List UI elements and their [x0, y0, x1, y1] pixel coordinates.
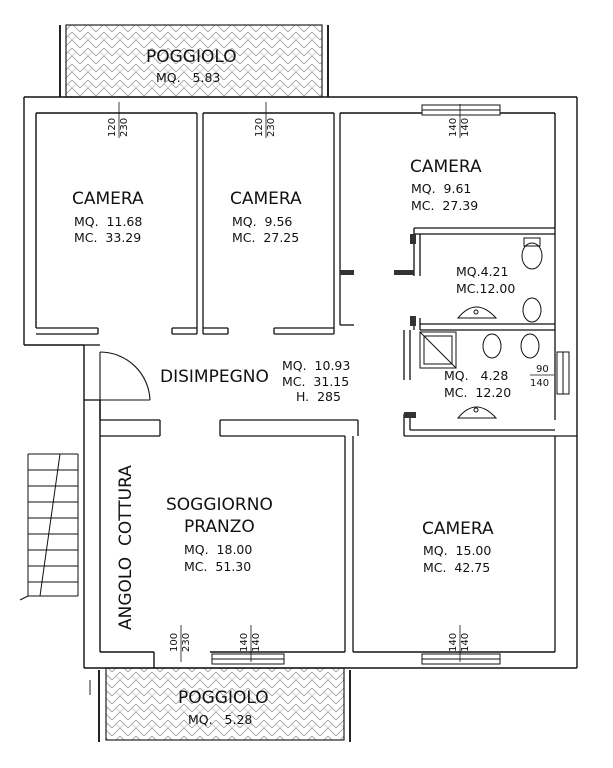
wall-stubs: [340, 234, 416, 418]
door-camera-2-w: 120: [254, 118, 265, 137]
disimpegno-mq: MQ. 10.93: [282, 358, 350, 373]
camera-3-mc: MC. 27.39: [411, 198, 478, 213]
outer-walls: [23, 96, 578, 669]
bagno-1-mc: MC.12.00: [456, 281, 515, 296]
soggiorno-name-1: SOGGIORNO: [166, 495, 273, 515]
window-camera-4-h: 140: [460, 633, 471, 652]
label-poggiolo-bottom: POGGIOLO MQ. 5.28: [178, 688, 269, 727]
disimpegno-h: H. 285: [296, 389, 341, 404]
bathroom-fixtures: [419, 237, 543, 419]
poggiolo-bottom-name: POGGIOLO: [178, 688, 269, 708]
windows: [211, 104, 570, 665]
window-soggiorno-dim: 140 140: [239, 625, 262, 662]
opening-dimensions: 120 230 120 230 140 140 90 140 100 230 1…: [107, 102, 554, 662]
camera-2-mc: MC. 27.25: [232, 230, 299, 245]
camera-2-name: CAMERA: [230, 189, 302, 209]
label-angolo-cottura: ANGOLO COTTURA: [116, 465, 136, 630]
door-camera-2-h: 230: [266, 118, 277, 137]
bagno-1-mq: MQ.4.21: [456, 264, 508, 279]
label-bagno-2: MQ. 4.28 MC. 12.20: [444, 368, 511, 400]
label-poggiolo-top: POGGIOLO MQ. 5.83: [146, 47, 237, 85]
window-bagno-2-w: 90: [536, 364, 549, 375]
bagno-2-mq: MQ. 4.28: [444, 368, 508, 383]
disimpegno-name: DISIMPEGNO: [160, 367, 269, 387]
door-camera-2-dim: 120 230: [254, 102, 277, 138]
label-soggiorno: SOGGIORNO PRANZO MQ. 18.00 MC. 51.30: [166, 495, 273, 574]
camera-1-name: CAMERA: [72, 189, 144, 209]
soggiorno-name-2: PRANZO: [184, 517, 255, 537]
label-bagno-1: MQ.4.21 MC.12.00: [456, 264, 515, 296]
soggiorno-mc: MC. 51.30: [184, 559, 251, 574]
camera-1-mq: MQ. 11.68: [74, 214, 142, 229]
entry-door: [99, 351, 151, 401]
camera-4-name: CAMERA: [422, 519, 494, 539]
door-camera-1-h: 230: [119, 118, 130, 137]
label-camera-1: CAMERA MQ. 11.68 MC. 33.29: [72, 189, 144, 245]
camera-3-mq: MQ. 9.61: [411, 181, 471, 196]
balcony-top: [59, 24, 329, 98]
label-camera-3: CAMERA MQ. 9.61 MC. 27.39: [410, 157, 482, 213]
angolo-cottura-name: ANGOLO COTTURA: [116, 465, 136, 630]
window-camera-3-w: 140: [448, 118, 459, 137]
interior-walls: [36, 113, 577, 652]
label-camera-4: CAMERA MQ. 15.00 MC. 42.75: [422, 519, 494, 575]
window-bagno-2-h: 140: [530, 378, 549, 389]
door-camera-1-dim: 120 230: [107, 102, 130, 138]
camera-4-mc: MC. 42.75: [423, 560, 490, 575]
camera-2-mq: MQ. 9.56: [232, 214, 292, 229]
staircase: [19, 453, 79, 601]
window-camera-4-dim: 140 140: [448, 625, 471, 662]
bagno-2-mc: MC. 12.20: [444, 385, 511, 400]
poggiolo-bottom-mq: MQ. 5.28: [188, 712, 252, 727]
door-camera-1-w: 120: [107, 118, 118, 137]
label-disimpegno: DISIMPEGNO MQ. 10.93 MC. 31.15 H. 285: [160, 358, 350, 404]
window-camera-3-h: 140: [460, 118, 471, 137]
window-camera-4-w: 140: [448, 633, 459, 652]
window-soggiorno-h: 140: [251, 633, 262, 652]
door-soggiorno-w: 100: [169, 633, 180, 652]
camera-3-name: CAMERA: [410, 157, 482, 177]
door-soggiorno-h: 230: [181, 633, 192, 652]
window-soggiorno-w: 140: [239, 633, 250, 652]
poggiolo-top-name: POGGIOLO: [146, 47, 237, 67]
camera-1-mc: MC. 33.29: [74, 230, 141, 245]
camera-4-mq: MQ. 15.00: [423, 543, 491, 558]
door-soggiorno-dim: 100 230: [169, 625, 192, 662]
label-camera-2: CAMERA MQ. 9.56 MC. 27.25: [230, 189, 302, 245]
disimpegno-mc: MC. 31.15: [282, 374, 349, 389]
window-bagno-2-dim: 90 140: [530, 364, 554, 389]
soggiorno-mq: MQ. 18.00: [184, 542, 252, 557]
window-camera-3-dim: 140 140: [448, 104, 471, 138]
poggiolo-top-mq: MQ. 5.83: [156, 70, 220, 85]
